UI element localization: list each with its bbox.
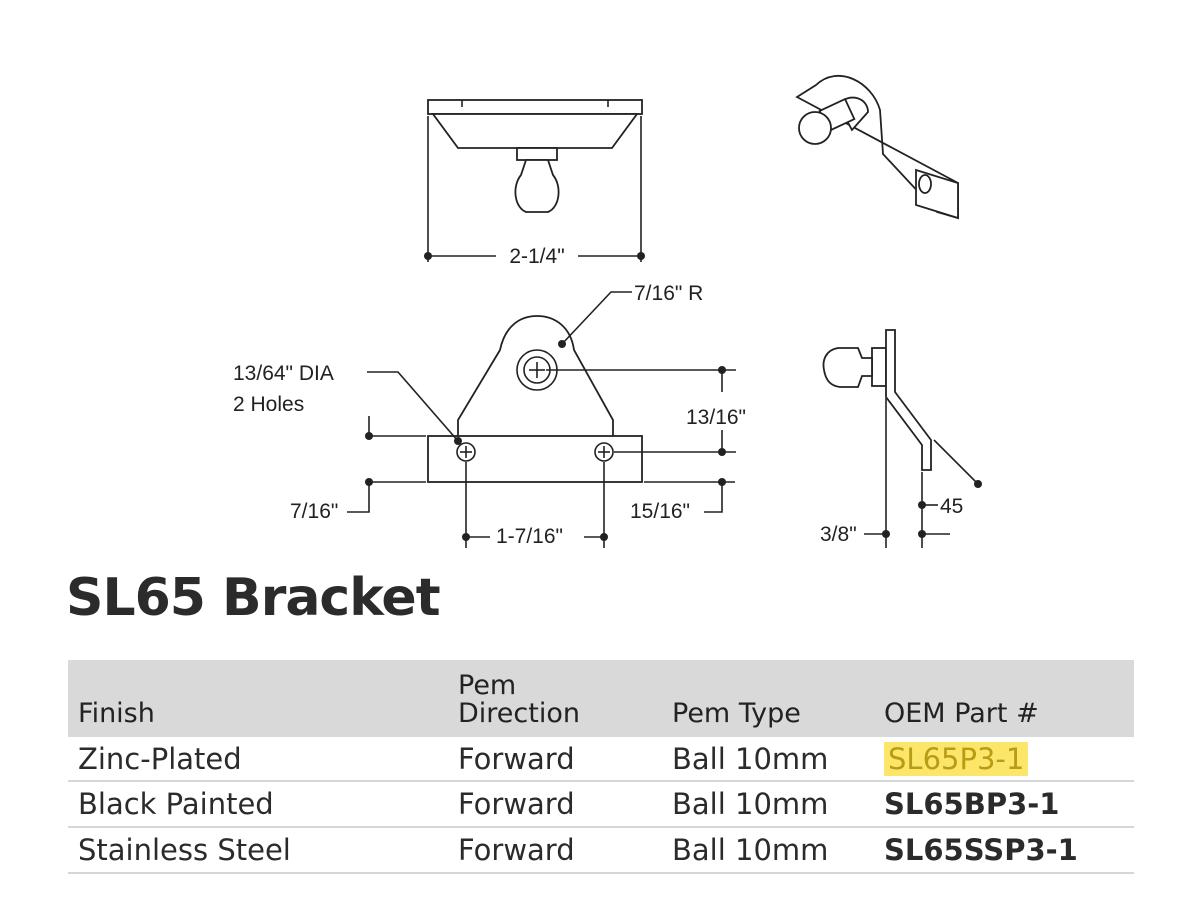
table-row: Black Painted Forward Ball 10mm SL65BP3-… (68, 781, 1134, 829)
page-title: SL65 Bracket (66, 568, 441, 628)
cell-finish: Black Painted (68, 781, 448, 829)
height-dimension: 13/16" (546, 366, 746, 456)
specs-table: Finish Pem Direction Pem Type OEM Part #… (68, 660, 1134, 875)
height-label: 13/16" (686, 406, 746, 429)
hole-dia-callout: 13/64" DIA 2 Holes (233, 362, 462, 445)
cell-pem-type: Ball 10mm (662, 781, 874, 829)
angle-label: 45 (940, 495, 963, 518)
thickness-dimension: 3/8" (820, 398, 950, 548)
header-pem-direction: Pem Direction (448, 660, 662, 737)
header-finish: Finish (68, 660, 448, 737)
hole-spacing-label: 1-7/16" (496, 525, 563, 548)
bottom-offset-label: 15/16" (630, 500, 690, 523)
highlighted-part-number: SL65P3-1 (884, 741, 1029, 776)
hole-spacing-dimension: 1-7/16" (462, 462, 608, 548)
cell-pem-direction: Forward (448, 736, 662, 783)
angle-callout: 45 (918, 439, 982, 548)
header-oem-part: OEM Part # (874, 660, 1134, 737)
cell-oem-part: SL65P3-1 (874, 736, 1134, 783)
width-dimension: 2-1/4" (424, 245, 645, 268)
left-offset-label: 7/16" (290, 500, 338, 523)
cell-oem-part: SL65SSP3-1 (874, 827, 1134, 875)
technical-drawings: 2-1/4" 7/16" R 13/64" DIA 2 Holes (233, 74, 982, 548)
cell-pem-type: Ball 10mm (662, 736, 874, 783)
table-row: Stainless Steel Forward Ball 10mm SL65SS… (68, 827, 1134, 875)
cell-pem-type: Ball 10mm (662, 827, 874, 875)
cell-pem-direction: Forward (448, 781, 662, 829)
table-header-row: Finish Pem Direction Pem Type OEM Part # (68, 660, 1134, 737)
bottom-offset-dimension: 15/16" (630, 478, 735, 523)
table-row: Zinc-Plated Forward Ball 10mm SL65P3-1 (68, 736, 1134, 783)
header-pem-direction-line2: Direction (458, 698, 580, 730)
top-view-drawing (427, 99, 643, 262)
cell-finish: Stainless Steel (68, 827, 448, 875)
radius-callout: 7/16" R (558, 282, 703, 348)
cell-oem-part: SL65BP3-1 (874, 781, 1134, 829)
cell-finish: Zinc-Plated (68, 736, 448, 783)
left-offset-dimension: 7/16" (290, 416, 426, 523)
front-view-drawing (427, 315, 643, 483)
header-pem-direction-line1: Pem (458, 670, 517, 701)
isometric-view-drawing (795, 74, 959, 220)
hole-dia-label: 13/64" DIA (233, 362, 334, 385)
side-view-drawing (822, 329, 932, 471)
cell-pem-direction: Forward (448, 827, 662, 875)
width-dimension-label: 2-1/4" (509, 245, 564, 268)
thickness-label: 3/8" (820, 523, 857, 546)
radius-label: 7/16" R (634, 282, 703, 305)
header-pem-type: Pem Type (662, 660, 874, 737)
hole-count-label: 2 Holes (233, 393, 304, 416)
